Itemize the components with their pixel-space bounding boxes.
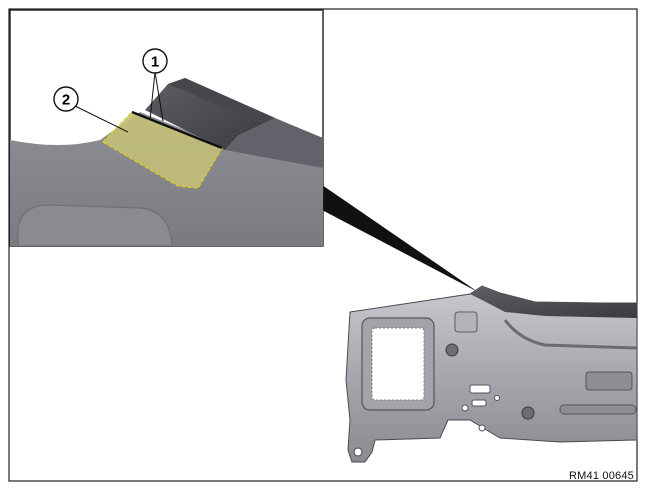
detail-part-top-face — [168, 78, 275, 124]
main-part-top-rail — [470, 286, 637, 318]
callout-2: 2 — [53, 86, 79, 112]
callout-2-label: 2 — [62, 92, 70, 109]
callout-1-label: 1 — [151, 54, 159, 71]
callout-1-leader — [149, 71, 156, 121]
highlight-zone — [101, 111, 223, 189]
main-part-pad — [454, 311, 478, 333]
detail-part-recess — [17, 204, 173, 246]
reference-code: RM41 00645 — [569, 470, 634, 482]
detail-part-top-block — [145, 78, 275, 150]
main-part-opening — [469, 384, 491, 394]
main-part-slot — [559, 404, 637, 415]
main-part-hole — [461, 404, 469, 412]
main-part-bolt — [521, 406, 535, 420]
callout-2-leader — [74, 105, 129, 133]
main-part-bolt — [445, 343, 459, 357]
main-part-slot — [585, 371, 633, 391]
detail-inset — [10, 78, 323, 246]
main-part-groove — [503, 319, 638, 350]
seam-line — [131, 110, 223, 150]
main-part-hole — [494, 395, 500, 401]
main-part-hole — [478, 424, 486, 432]
main-part-window-opening — [371, 327, 425, 401]
callout-1-leader — [154, 71, 164, 122]
outer-border — [8, 8, 638, 482]
callout-1: 1 — [142, 48, 168, 74]
main-part-tab-hole — [353, 447, 363, 457]
main-part-opening — [471, 399, 487, 407]
detail-part-flange — [225, 118, 323, 168]
main-part — [345, 285, 638, 463]
magnifier-leader — [322, 185, 478, 292]
